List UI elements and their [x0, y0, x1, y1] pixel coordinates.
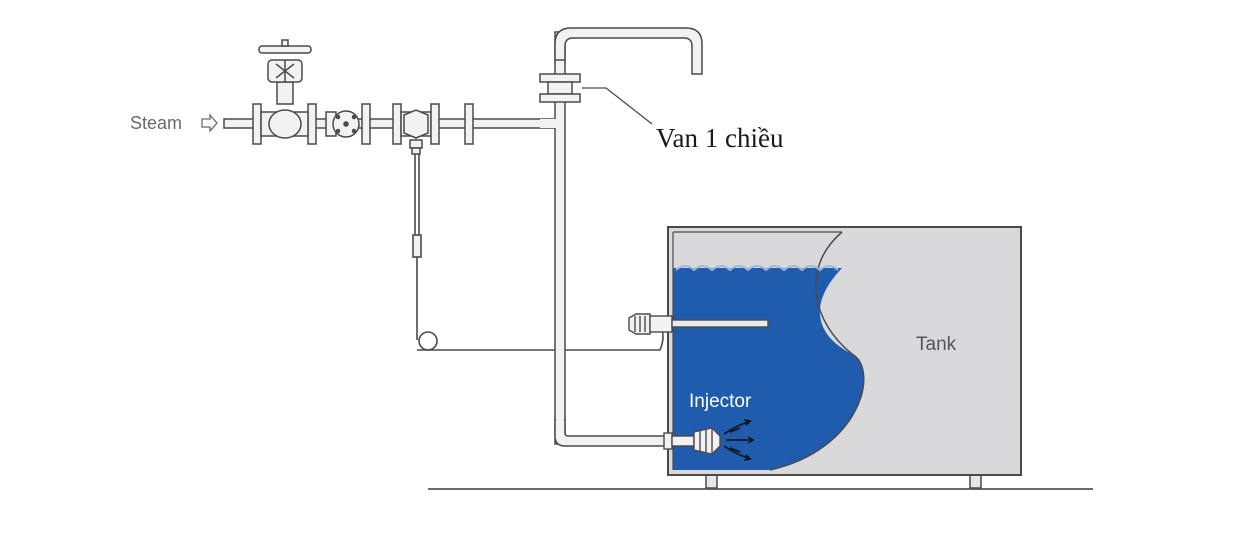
water-surface-waves: [675, 265, 839, 272]
injector-icon: [663, 427, 721, 455]
check-valve-leader-line: [582, 87, 653, 125]
pipe-flange: [464, 103, 474, 145]
sensor-capillary-line: [412, 154, 664, 351]
water-body: [673, 268, 864, 470]
cutaway-edge: [769, 231, 865, 471]
tank-label: Tank: [916, 334, 957, 355]
check-valve-icon: [539, 73, 581, 103]
strainer-icon: [325, 103, 371, 145]
tank-feet: [705, 473, 982, 489]
injection-jet-arrows: [723, 419, 755, 461]
temperature-control-valve-icon: [392, 103, 440, 155]
steam-arrow-icon: [201, 113, 218, 133]
steam-label: Steam: [130, 113, 183, 133]
check-valve-label: Van 1 chiều: [656, 123, 784, 153]
vacuum-breaker-gooseneck: [554, 27, 703, 75]
injector-feed-pipe: [554, 419, 669, 447]
injector-label: Injector: [689, 391, 752, 412]
temperature-sensor-icon: [628, 313, 769, 335]
stop-valve-icon: [252, 39, 317, 145]
